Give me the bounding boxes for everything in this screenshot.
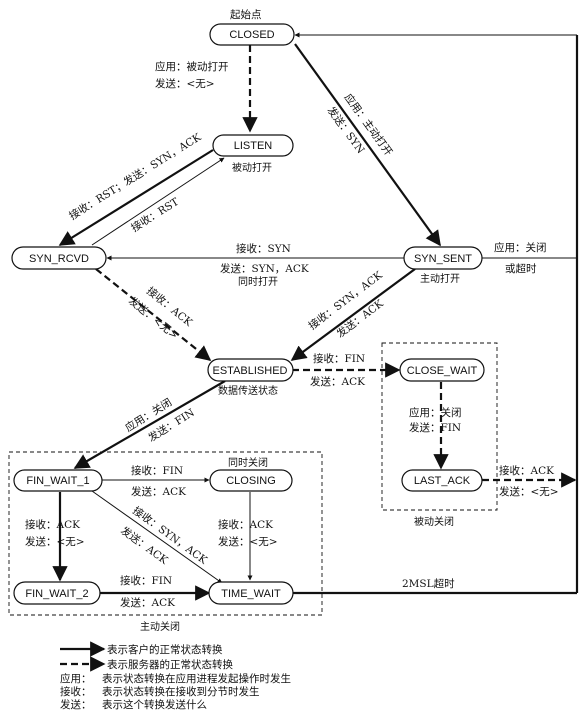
note-passive-open: 被动打开 [232,161,272,174]
svg-text:FIN_WAIT_1: FIN_WAIT_1 [26,475,89,487]
svg-text:CLOSED: CLOSED [229,29,274,41]
state-closed: CLOSED [209,23,295,46]
label-closing-timewait-2: 发送：<无> [218,535,278,548]
label-finwait1-closing-2: 发送：ACK [131,485,186,498]
arrow-established-to-finwait1 [73,380,226,469]
passive-close-region [381,342,498,511]
label-finwait1-timewait-1: 接收：SYN，ACK [130,504,210,567]
svg-text:FIN_WAIT_2: FIN_WAIT_2 [25,588,88,600]
label-closed-listen-1: 应用：被动打开 [155,60,229,73]
label-closewait-lastack-2: 发送：FIN [409,421,461,434]
state-close-wait: CLOSE_WAIT [399,358,485,382]
label-synsent-closed-1: 应用：关闭 [494,241,547,254]
svg-text:CLOSING: CLOSING [226,475,276,487]
label-est-closewait-2: 发送：ACK [310,375,365,388]
legend-send-key: 发送： [60,698,92,710]
state-time-wait: TIME_WAIT [208,581,294,605]
label-synsent-synrcvd-2: 发送：SYN，ACK [220,262,309,275]
legend-app-desc: 表示状态转换在应用进程发起操作时发生 [102,672,291,685]
arrow-synsent-to-established [290,268,416,361]
arrow-synrcvd-to-established [95,268,212,361]
label-lastack-closed-1: 接收：ACK [499,464,554,477]
svg-text:TIME_WAIT: TIME_WAIT [221,588,281,600]
legend-send-desc: 表示这个转换发送什么 [102,698,207,710]
state-syn-rcvd: SYN_RCVD [11,246,107,270]
label-closed-listen-2: 发送：<无> [155,77,215,90]
label-finwait1-finwait2-2: 发送：<无> [25,535,85,548]
label-finwait1-closing-1: 接收：FIN [131,464,183,477]
label-est-closewait-1: 接收：FIN [313,352,365,365]
label-timewait-closed: 2MSL超时 [402,577,455,590]
note-start-point: 起始点 [230,8,262,21]
note-passive-close: 被动关闭 [414,515,454,528]
svg-text:SYN_RCVD: SYN_RCVD [29,253,89,265]
note-simultaneous-close: 同时关闭 [228,456,268,469]
arrow-listen-to-synrcvd [58,149,214,246]
label-finwait2-timewait-2: 发送：ACK [120,596,175,609]
legend-client-text: 表示客户的正常状态转换 [107,643,223,656]
note-active-open: 主动打开 [420,272,460,285]
note-active-close: 主动关闭 [140,620,180,633]
svg-text:LISTEN: LISTEN [234,140,273,152]
note-data-transfer: 数据传送状态 [218,384,278,397]
active-close-region [8,451,323,616]
label-synrcvd-listen: 接收：RST [129,195,181,234]
legend-recv-key: 接收： [60,685,92,698]
state-fin-wait-2: FIN_WAIT_2 [13,581,101,605]
label-synsent-closed-2: 或超时 [505,262,537,275]
label-finwait1-finwait2-1: 接收：ACK [25,518,80,531]
arrow-synrcvd-to-listen [91,157,225,246]
arrow-closed-to-synsent [294,43,441,247]
state-syn-sent: SYN_SENT [403,246,483,270]
note-simultaneous-open: 同时打开 [238,275,278,288]
label-closing-timewait-1: 接收：ACK [218,518,273,531]
state-listen: LISTEN [212,134,294,157]
label-lastack-closed-2: 发送：<无> [499,485,559,498]
state-established: ESTABLISHED [207,358,294,382]
state-last-ack: LAST_ACK [401,469,483,492]
svg-text:SYN_SENT: SYN_SENT [414,253,472,265]
svg-text:CLOSE_WAIT: CLOSE_WAIT [407,365,478,377]
svg-text:LAST_ACK: LAST_ACK [414,475,471,487]
legend-app-key: 应用： [60,672,92,685]
label-finwait2-timewait-1: 接收：FIN [120,574,172,587]
svg-text:ESTABLISHED: ESTABLISHED [213,365,288,377]
label-listen-synrcvd: 接收：RST；发送：SYN，ACK [67,130,204,222]
state-closing: CLOSING [209,469,293,492]
legend-recv-desc: 表示状态转换在接收到分节时发生 [102,685,260,698]
label-closewait-lastack-1: 应用：关闭 [409,406,462,419]
arrow-finwait1-to-timewait [91,490,223,584]
legend-server-text: 表示服务器的正常状态转换 [107,658,233,671]
label-synsent-synrcvd-1: 接收：SYN [236,242,291,255]
legend: 表示客户的正常状态转换 表示服务器的正常状态转换 应用： 表示状态转换在应用进程… [60,641,291,710]
state-fin-wait-1: FIN_WAIT_1 [13,469,103,492]
